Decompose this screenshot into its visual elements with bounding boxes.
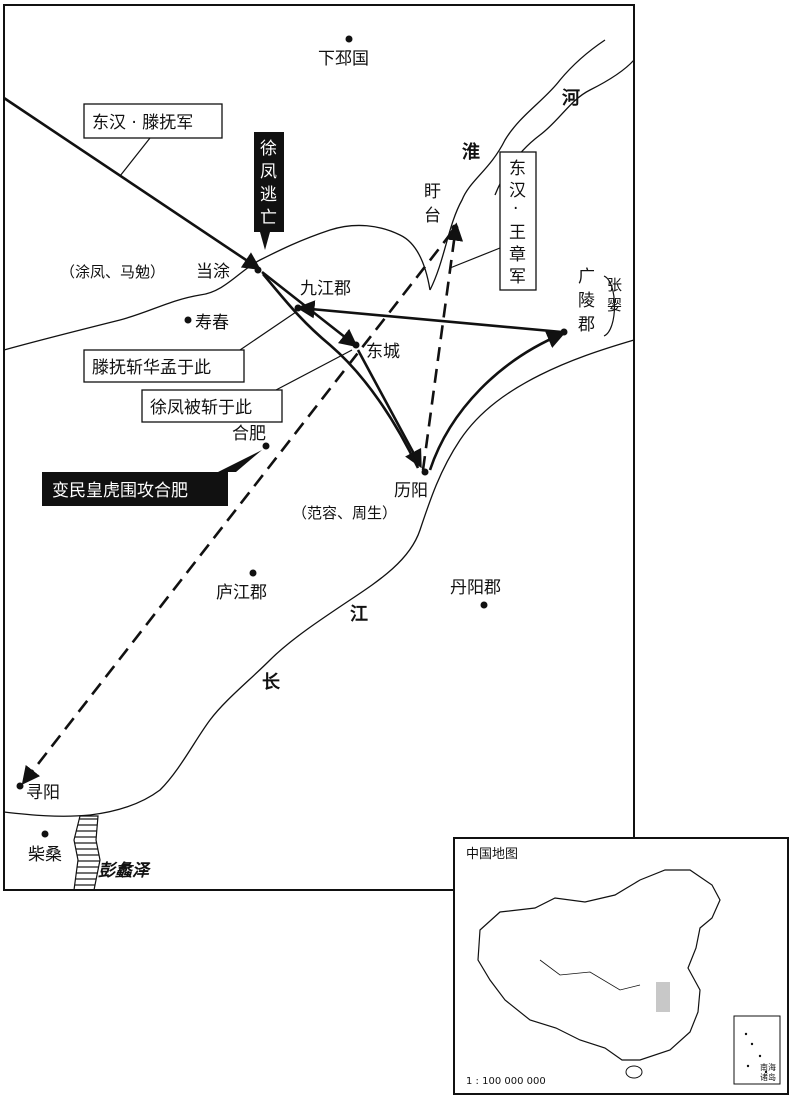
inset-island-4 (746, 1064, 750, 1068)
callout-wangzhang-4: 王 (509, 223, 526, 243)
callout-tengfu-text: 东汉 · 滕抚军 (92, 113, 193, 133)
callout-wangzhang-2: 汉 (509, 181, 526, 201)
label-liyang: 历阳 (394, 481, 428, 501)
inset-china-map: 中国地图 南海 诸岛 1 : 100 000 000 (453, 837, 789, 1095)
label-guangling-2: 陵 (578, 291, 595, 311)
label-pengli: 彭蠡泽 (98, 861, 151, 881)
callout-huanghu-pointer (218, 450, 262, 472)
callout-xufeng-escape-1: 徐 (260, 139, 277, 159)
pengli-lake (73, 815, 101, 891)
label-guangling-1: 广 (578, 267, 595, 287)
route-dangtu-liyang (262, 273, 420, 469)
callout-wangzhang-5: 章 (509, 245, 526, 265)
label-dangtu: 当涂 (196, 262, 230, 282)
label-xunyang: 寻阳 (26, 783, 60, 803)
callout-wangzhang-6: 军 (509, 267, 526, 287)
inset-island-2 (750, 1042, 754, 1046)
inset-island-1 (744, 1032, 748, 1036)
inset-internal-line (539, 959, 641, 991)
inset-island-3 (758, 1054, 762, 1058)
dot-hefei (262, 442, 270, 450)
callout-xufeng-escape-box (254, 132, 284, 232)
label-river-he: 河 (562, 88, 580, 109)
dot-xuyi (451, 224, 459, 232)
label-dangtu-note: （涂凤、马勉） (60, 263, 165, 281)
dot-shouchun (184, 316, 192, 324)
callout-wangzhang-box (499, 151, 537, 291)
inset-south-sea-label-1: 南海 (760, 1062, 776, 1072)
callout-huameng-leader (239, 311, 297, 351)
label-river-chang: 长 (262, 672, 281, 693)
dot-dangtu (254, 266, 262, 274)
callout-wangzhang-leader (449, 247, 501, 269)
label-liyang-note: （范容、周生） (292, 504, 397, 522)
label-lujiang: 庐江郡 (216, 583, 267, 603)
dot-liyang (421, 468, 429, 476)
label-guangling-note-1: 张 (607, 276, 622, 294)
route-tengfu-entry (3, 96, 262, 271)
callout-xufeng-killed-leader (275, 349, 353, 391)
callout-xufeng-killed-text: 徐凤被斩于此 (150, 398, 252, 418)
label-hefei: 合肥 (232, 424, 266, 444)
callout-wangzhang-3: · (513, 199, 518, 219)
callout-tengfu-box (83, 103, 223, 139)
callout-xufeng-escape-2: 凤 (260, 162, 277, 182)
label-dongcheng: 东城 (366, 342, 400, 362)
inset-south-sea-box (733, 1015, 781, 1085)
dot-jiujiang (294, 304, 302, 312)
callout-xufeng-escape-3: 逃 (260, 185, 277, 205)
inset-scale: 1 : 100 000 000 (466, 1076, 546, 1087)
yangtze-river-bank (3, 339, 635, 817)
label-jiujiang: 九江郡 (300, 279, 351, 299)
dot-dongcheng (352, 341, 360, 349)
inset-title: 中国地图 (466, 847, 518, 862)
callout-wangzhang-1: 东 (509, 159, 526, 179)
label-chaisang: 柴桑 (28, 845, 62, 865)
dot-chaisang (41, 830, 49, 838)
route-xuyi-xunyang (21, 231, 454, 785)
inset-highlight-region (656, 982, 670, 1012)
label-guangling-3: 郡 (578, 315, 595, 335)
route-liyang-xuyi (421, 222, 464, 471)
callout-huameng-box (83, 349, 245, 383)
dot-xiapi (345, 35, 353, 43)
inset-hainan (625, 1065, 643, 1079)
label-shouchun: 寿春 (195, 313, 229, 333)
inset-china-outline (477, 869, 721, 1061)
callout-tengfu-leader (119, 137, 151, 177)
dot-xunyang (16, 782, 24, 790)
label-danyang: 丹阳郡 (450, 578, 501, 598)
callout-huanghu-box (42, 472, 228, 506)
callout-huameng-text: 滕抚斩华孟于此 (92, 358, 211, 378)
inset-south-sea-label-2: 诸岛 (760, 1072, 776, 1082)
callout-xufeng-killed-box (141, 389, 283, 423)
label-xuyi-2: 台 (424, 206, 441, 226)
label-xiapi: 下邳国 (318, 49, 369, 69)
label-xuyi-1: 盱 (424, 182, 441, 202)
route-to-liyang (356, 349, 422, 469)
label-river-jiang: 江 (350, 604, 368, 625)
route-guangling-jiujiang (296, 300, 563, 334)
label-river-huai: 淮 (462, 141, 480, 163)
dot-lujiang (249, 569, 257, 577)
inset-island-5 (764, 1070, 768, 1074)
callout-xufeng-escape-4: 亡 (260, 208, 277, 228)
callout-xufeng-escape-pointer (260, 232, 270, 250)
dot-danyang (480, 601, 488, 609)
dot-guangling (560, 328, 568, 336)
guangling-note-bracket (603, 275, 615, 337)
route-liyang-guangling (428, 331, 566, 471)
callout-huanghu-text: 变民皇虎围攻合肥 (52, 481, 188, 501)
